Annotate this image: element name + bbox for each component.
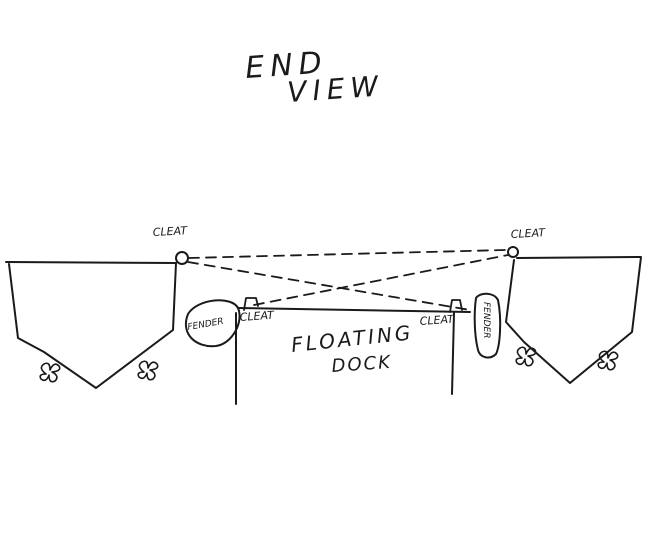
cleat-label-left-boat: CLEAT (152, 224, 188, 239)
right-boat-cleat-icon (508, 247, 518, 257)
dock-cleat-right-icon (450, 300, 462, 312)
fender-label-left: FENDER (187, 317, 225, 333)
dock-label-line-1: FLOATING (290, 320, 414, 357)
cleat-label-dock-left: CLEAT (239, 309, 275, 324)
left-boat-propeller-icon (138, 361, 158, 380)
left-boat-propeller-icon (40, 363, 60, 382)
right-boat-propeller-icon (598, 351, 618, 370)
left-boat-cleat-icon (176, 252, 188, 264)
title-line-2: VIEW (286, 69, 385, 109)
cleat-label-dock-right: CLEAT (419, 313, 455, 328)
left-boat-hull (6, 262, 176, 388)
dock-label-line-2: DOCK (331, 352, 393, 377)
fender-label-right: FENDER (481, 302, 491, 338)
fender-left: FENDER (186, 300, 240, 346)
cleat-label-right-boat: CLEAT (510, 226, 546, 241)
fender-right: FENDER (475, 294, 500, 358)
